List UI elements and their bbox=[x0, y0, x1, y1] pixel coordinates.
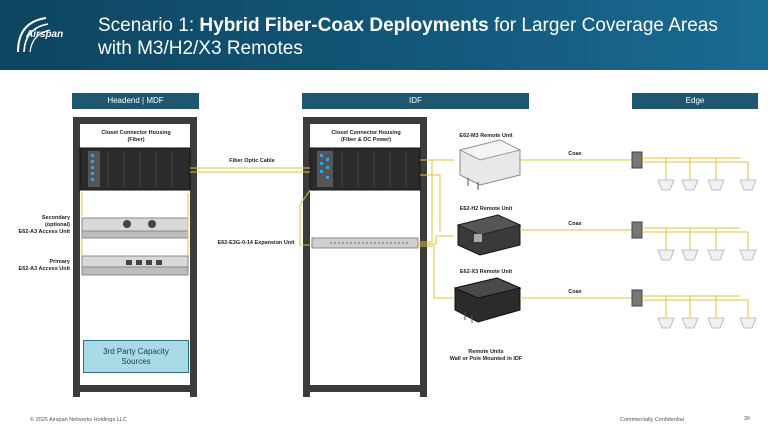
title-banner: Airspan Scenario 1: Hybrid Fiber-Coax De… bbox=[0, 0, 768, 70]
h2-remote-unit bbox=[456, 214, 522, 256]
primary-access-unit bbox=[81, 255, 189, 276]
coax-label-1: Coax bbox=[568, 151, 582, 157]
closet-power-label: Closet Connector Housing(Fiber & DC Powe… bbox=[331, 130, 401, 143]
coax-label-2: Coax bbox=[568, 221, 582, 227]
headend-rack bbox=[73, 117, 197, 397]
expansion-unit-label: E62-E3G-0-14 Expansion Unit bbox=[217, 240, 295, 246]
confidential-text: Commercially Confidential bbox=[620, 417, 684, 423]
m3-label: E62-M3 Remote Unit bbox=[459, 133, 513, 139]
capacity-sources-box: 3rd Party Capacity Sources bbox=[83, 340, 189, 373]
fiber-cable-label: Fiber Optic Cable bbox=[229, 158, 275, 164]
idf-cables bbox=[299, 159, 454, 299]
antenna-feeds bbox=[642, 157, 749, 318]
expansion-unit bbox=[311, 237, 419, 249]
coax-label-3: Coax bbox=[568, 289, 582, 295]
slide-title: Scenario 1: Hybrid Fiber-Coax Deployment… bbox=[98, 15, 718, 59]
copyright-text: © 2025 Airspan Networks Holdings LLC bbox=[30, 417, 127, 423]
section-idf: IDF bbox=[302, 93, 529, 109]
h2-label: E62-H2 Remote Unit bbox=[459, 206, 513, 212]
splitter-1 bbox=[631, 151, 643, 169]
idf-rack bbox=[303, 117, 427, 397]
coax-lines bbox=[520, 159, 632, 299]
x3-label: E62-X3 Remote Unit bbox=[459, 269, 513, 275]
closet-fiber-label: Closet Connector Housing(Fiber) bbox=[101, 130, 171, 143]
section-headend: Headend | MDF bbox=[72, 93, 199, 109]
splitter-2 bbox=[631, 221, 643, 239]
closet-connector-housing-fiber bbox=[79, 147, 191, 191]
logo-text: Airspan bbox=[26, 29, 64, 40]
closet-connector-housing-power bbox=[309, 147, 421, 191]
headend-cables bbox=[81, 167, 310, 256]
airspan-logo-icon bbox=[17, 17, 51, 53]
x3-remote-unit bbox=[453, 277, 522, 323]
splitter-3 bbox=[631, 289, 643, 307]
secondary-access-label: Secondary(optional)E62-A3 Access Unit bbox=[18, 215, 70, 235]
secondary-access-unit bbox=[81, 217, 189, 239]
section-edge: Edge bbox=[632, 93, 758, 109]
m3-remote-unit bbox=[458, 139, 522, 190]
antennas bbox=[657, 179, 757, 329]
page-number: 36 bbox=[744, 416, 751, 422]
